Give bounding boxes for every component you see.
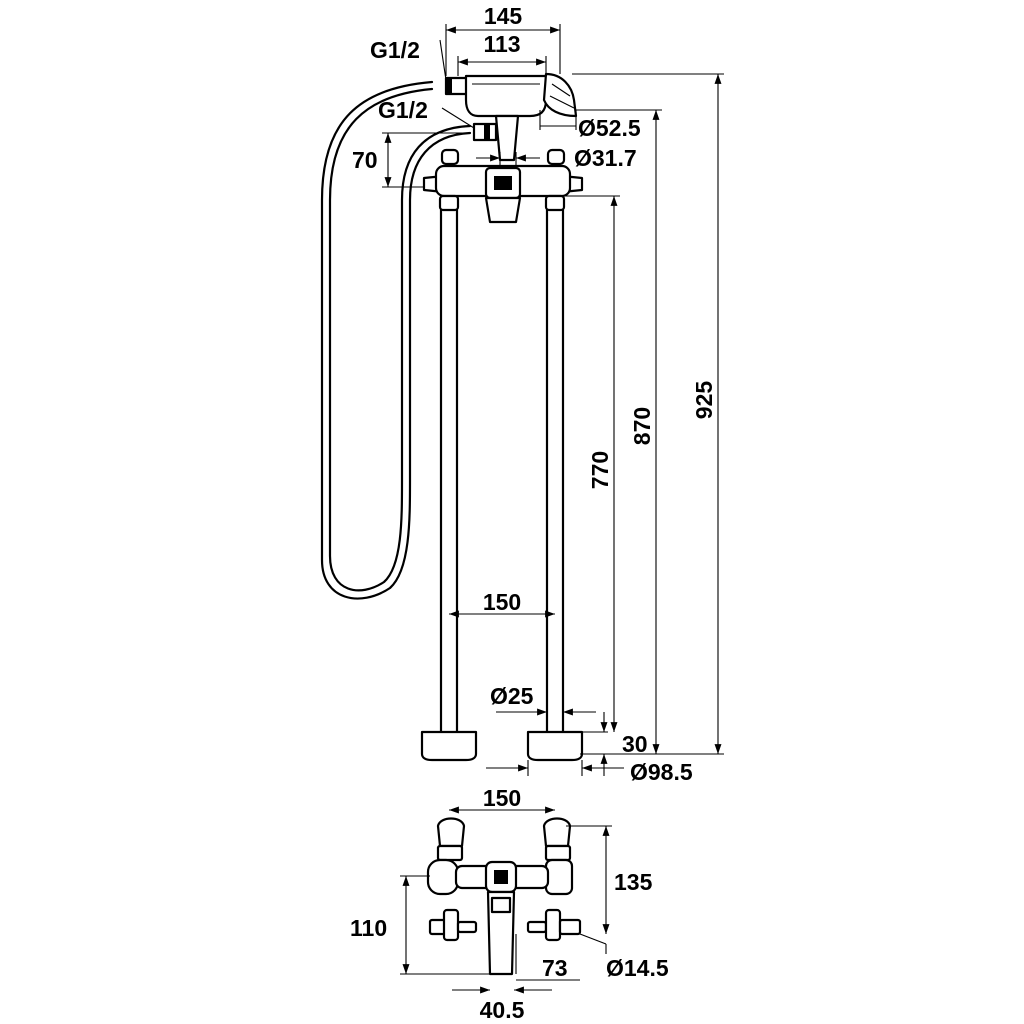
dim-top-height-135: 135 bbox=[614, 869, 653, 895]
cradle bbox=[472, 114, 520, 162]
handset bbox=[444, 72, 578, 118]
dim-top-spacing: 150 bbox=[483, 785, 521, 811]
mixer-body bbox=[422, 148, 584, 224]
dim-height-870: 870 bbox=[629, 407, 655, 445]
shower-hose bbox=[320, 80, 472, 600]
dim-dia-spout: Ø31.7 bbox=[574, 145, 637, 171]
dim-top-height-110: 110 bbox=[350, 915, 387, 941]
dim-height-770: 770 bbox=[587, 451, 613, 489]
dim-thread-outlet: G1/2 bbox=[378, 97, 428, 123]
dim-leg-spacing: 150 bbox=[483, 589, 521, 615]
dim-dia-base: Ø98.5 bbox=[630, 759, 693, 785]
dim-dia-leg: Ø25 bbox=[490, 683, 534, 709]
dim-dia-handset: Ø52.5 bbox=[578, 115, 641, 141]
dim-height-offset: 70 bbox=[352, 147, 378, 173]
dim-width-handset: 113 bbox=[483, 31, 520, 57]
dim-dia-handle: Ø14.5 bbox=[606, 955, 669, 981]
front-view: 145 113 G1/2 G1/2 Ø52.5 Ø31.7 70 925 bbox=[320, 3, 724, 785]
dim-top-depth-73: 73 bbox=[542, 955, 568, 981]
legs bbox=[420, 208, 584, 762]
top-view: 150 135 110 73 Ø14.5 40.5 bbox=[350, 785, 669, 1023]
dim-base-height: 30 bbox=[622, 731, 648, 757]
dim-thread-hose: G1/2 bbox=[370, 37, 420, 63]
dim-height-925: 925 bbox=[691, 381, 717, 420]
dim-spout-width: 40.5 bbox=[480, 997, 525, 1023]
dim-width-total: 145 bbox=[484, 3, 523, 29]
